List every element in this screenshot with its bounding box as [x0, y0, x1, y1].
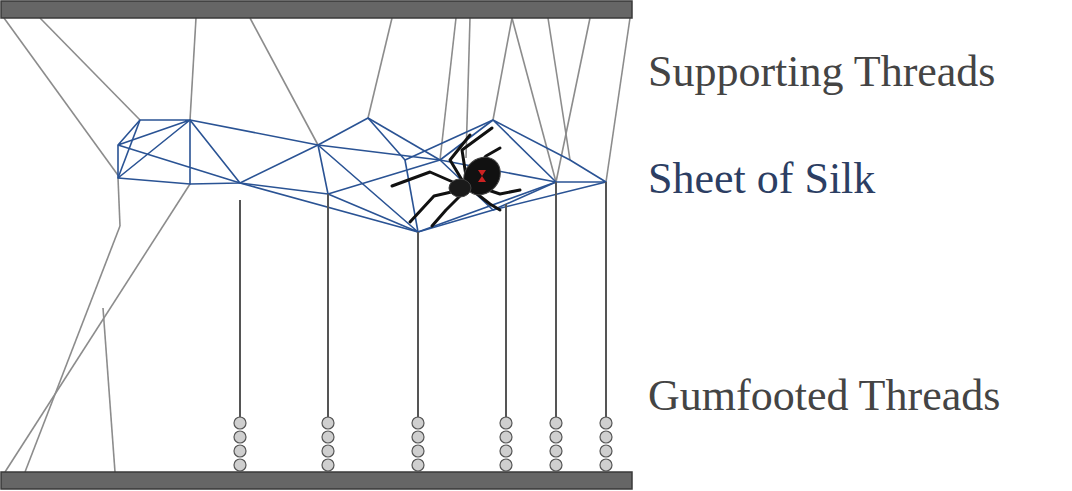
- part-label: Supporting Threads: [648, 48, 996, 96]
- part-label: Sheet of Silk: [648, 155, 875, 203]
- mounting-bars: [1, 1, 632, 489]
- gumfooted-threads: [240, 182, 606, 418]
- part-label: Gumfooted Threads: [648, 372, 1000, 420]
- sheet-of-silk: [118, 118, 606, 232]
- spider: [392, 128, 520, 226]
- supporting-threads: [4, 18, 630, 472]
- glue-droplets: [234, 417, 612, 471]
